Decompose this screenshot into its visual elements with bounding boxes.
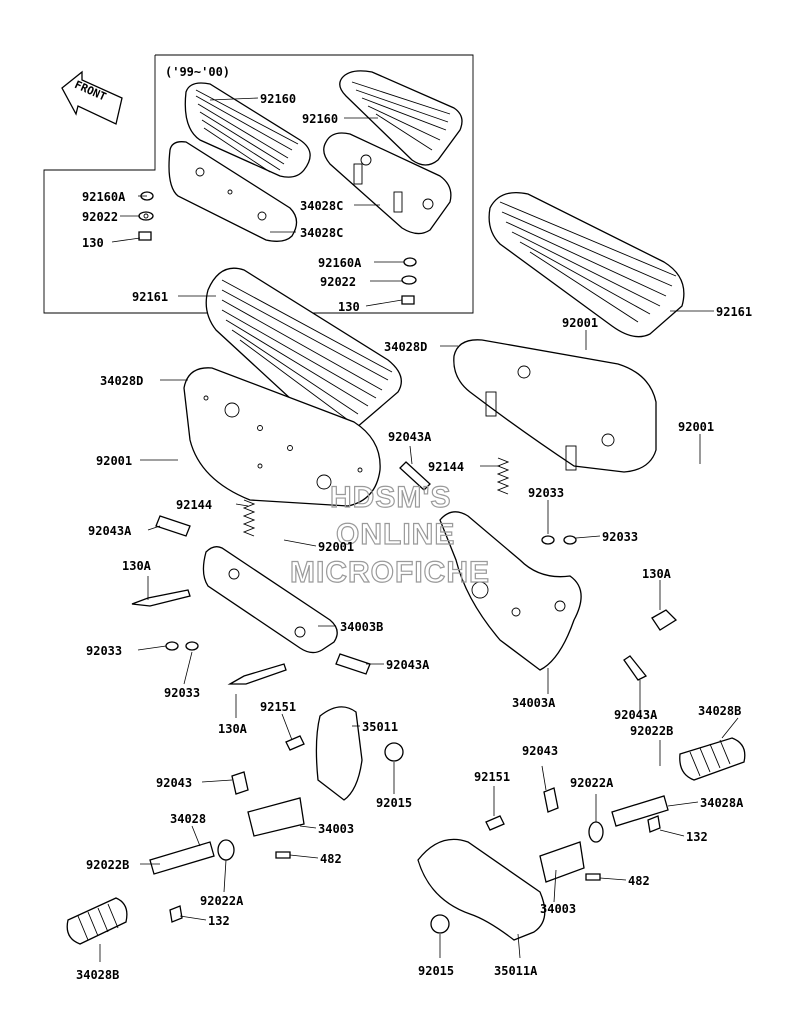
label-92001: 92001 (96, 454, 132, 468)
label-92144: 92144 (176, 498, 212, 512)
label-92015: 92015 (376, 796, 412, 810)
label-34028: 34028 (170, 812, 206, 826)
label-92015: 92015 (418, 964, 454, 978)
front-arrow-icon: FRONT (61, 70, 123, 125)
part-labels: 92160 92160 92160A 92022 130 34028C 3402… (76, 92, 752, 982)
shift-arm-35011 (247, 706, 363, 837)
label-34028B: 34028B (76, 968, 119, 982)
label-35011A: 35011A (494, 964, 538, 978)
label-92033: 92033 (86, 644, 122, 658)
bolts-and-washers (131, 535, 678, 934)
label-130A: 130A (642, 567, 672, 581)
inset-left-pad (184, 82, 311, 178)
label-92160A: 92160A (82, 190, 126, 204)
watermark-line2: ONLINE (336, 518, 455, 551)
leader-lines (99, 97, 739, 962)
watermark: HDSM'S ONLINE MICROFICHE (289, 480, 490, 589)
label-92151: 92151 (260, 700, 296, 714)
label-130: 130 (82, 236, 104, 250)
label-92022A: 92022A (570, 776, 614, 790)
label-92043A: 92043A (88, 524, 132, 538)
label-34028D: 34028D (100, 374, 143, 388)
label-92022B: 92022B (86, 858, 129, 872)
label-92001: 92001 (562, 316, 598, 330)
foot-peg-right (611, 737, 746, 827)
label-92144: 92144 (428, 460, 464, 474)
label-34003: 34003 (318, 822, 354, 836)
label-92043: 92043 (156, 776, 192, 790)
left-floorboard-pad (205, 267, 402, 433)
label-132: 132 (208, 914, 230, 928)
label-35011: 35011 (362, 720, 398, 734)
label-92001: 92001 (678, 420, 714, 434)
label-130A: 130A (122, 559, 152, 573)
label-92161: 92161 (716, 305, 752, 319)
label-34003A: 34003A (512, 696, 556, 710)
label-482: 482 (320, 852, 342, 866)
label-92043A: 92043A (614, 708, 658, 722)
foot-peg-left (66, 841, 215, 945)
spring-right (496, 457, 510, 495)
label-92022: 92022 (82, 210, 118, 224)
label-130: 130 (338, 300, 360, 314)
label-92022B: 92022B (630, 724, 673, 738)
label-34028D: 34028D (384, 340, 427, 354)
spring-left (242, 499, 256, 537)
label-34028C: 34028C (300, 226, 343, 240)
label-92160A: 92160A (318, 256, 362, 270)
watermark-line1: HDSM'S (330, 481, 451, 514)
right-bracket (439, 511, 582, 671)
label-92160: 92160 (260, 92, 296, 106)
left-bracket (202, 546, 338, 654)
label-92022A: 92022A (200, 894, 244, 908)
label-34028B: 34028B (698, 704, 741, 718)
label-34003: 34003 (540, 902, 576, 916)
label-92160: 92160 (302, 112, 338, 126)
label-132: 132 (686, 830, 708, 844)
label-92151: 92151 (474, 770, 510, 784)
label-92033: 92033 (602, 530, 638, 544)
inset-right-plate (323, 132, 452, 235)
label-92043: 92043 (522, 744, 558, 758)
inset-box (43, 54, 474, 314)
watermark-line3: MICROFICHE (290, 556, 490, 589)
left-floorboard-plate (183, 367, 381, 507)
label-92022: 92022 (320, 275, 356, 289)
label-92033: 92033 (528, 486, 564, 500)
shift-arm-35011A (417, 838, 585, 941)
label-34003B: 34003B (340, 620, 383, 634)
label-92043A: 92043A (388, 430, 432, 444)
label-92043A: 92043A (386, 658, 430, 672)
label-34028C: 34028C (300, 199, 343, 213)
inset-left-plate (168, 141, 298, 242)
right-floorboard-pad (488, 191, 685, 338)
right-floorboard-plate (453, 339, 657, 473)
label-482: 482 (628, 874, 650, 888)
inset-years-label: ('99~'00) (165, 65, 230, 79)
pin-parts (155, 461, 648, 681)
inset-right-pad (339, 70, 463, 166)
label-34028A: 34028A (700, 796, 744, 810)
label-92161: 92161 (132, 290, 168, 304)
label-92001: 92001 (318, 540, 354, 554)
label-92033: 92033 (164, 686, 200, 700)
label-130A: 130A (218, 722, 248, 736)
